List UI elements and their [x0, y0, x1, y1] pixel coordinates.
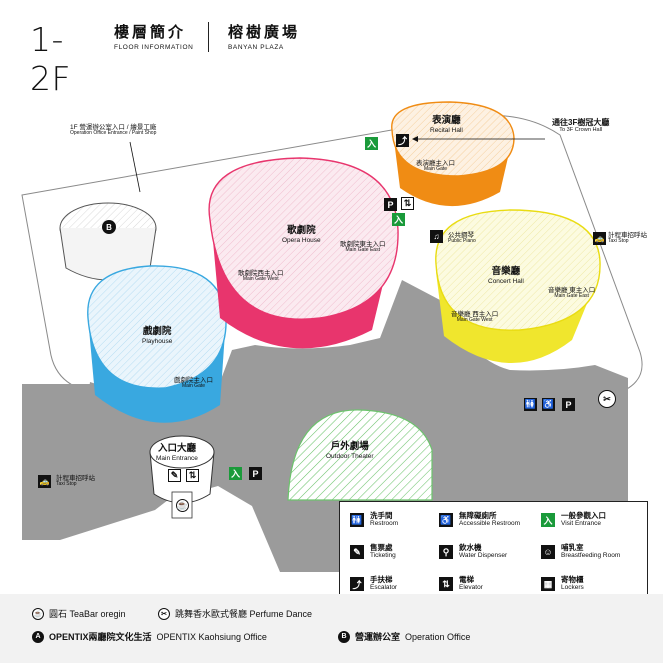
opera-gate-east-label: 歌劇院東主入口 Main Gate East — [340, 241, 386, 254]
concert-gate-west-label: 音樂廳 西主入口 Main Gate West — [451, 311, 499, 324]
elevator-icon: ⇅ — [401, 197, 414, 210]
playhouse-gate-label: 戲劇院主入口 Main Gate — [174, 377, 213, 390]
recital-hall-label: 表演廳 Recital Hall — [430, 115, 463, 134]
elevator-icon: ⇅ — [439, 577, 453, 592]
taxi-stop-left-label: 計程車招呼站 Taxi Stop — [56, 475, 95, 488]
opera-gate-west-label: 歌劇院西主入口 Main Gate West — [238, 270, 284, 283]
escalator-icon: ⤴ — [350, 577, 364, 592]
concert-hall-building — [435, 209, 601, 364]
parking-icon: P — [562, 398, 575, 411]
floor-info-title: 樓層簡介 — [114, 24, 187, 41]
outdoor-theater-shape — [287, 409, 433, 501]
restroom-icon: 🚻 — [524, 398, 537, 411]
venue-subtitle: BANYAN PLAZA — [228, 44, 284, 51]
public-piano-label: 公共鋼琴 Public Piano — [448, 232, 476, 245]
escalator-icon: ⤴ — [396, 134, 409, 147]
floor-number: 1-2F — [30, 20, 71, 98]
concert-hall-label: 音樂廳 Concert Hall — [488, 266, 524, 285]
parking-icon: P — [384, 198, 397, 211]
taxi-icon: 🚕 — [38, 475, 51, 488]
footer-perfume-dance: ✂ 跳舞香水歐式餐廳 Perfume Dance — [158, 607, 312, 620]
outdoor-theater-label: 戶外劇場 Outdoor Theater — [326, 441, 374, 460]
main-entrance-label: 入口大廳 Main Entrance — [156, 443, 198, 462]
teabar-icon: ☕ — [32, 607, 44, 620]
breastfeeding-icon: ☺ — [541, 545, 555, 560]
footer-bar: ☕ 圓石 TeaBar oregin ✂ 跳舞香水歐式餐廳 Perfume Da… — [0, 594, 663, 663]
playhouse-label: 戲劇院 Playhouse — [142, 326, 173, 345]
concert-gate-east-label: 音樂廳 東主入口 Main Gate East — [548, 287, 596, 300]
elevator-icon: ⇅ — [186, 469, 199, 482]
teabar-icon: ☕ — [176, 499, 189, 512]
ticketing-icon: ✎ — [168, 469, 181, 482]
marker-a-icon: A — [32, 630, 44, 643]
perfume-dance-icon: ✂ — [158, 607, 170, 620]
visit-entrance-icon: 入 — [541, 513, 555, 528]
recital-gate-label: 表演廳主入口 Main Gate — [416, 160, 455, 173]
floor-info-subtitle: FLOOR INFORMATION — [114, 44, 194, 51]
accessible-restroom-icon: ♿ — [439, 513, 453, 528]
ticketing-icon: ✎ — [350, 545, 364, 560]
water-dispenser-icon: ⚲ — [439, 545, 453, 560]
operation-office-entrance-label: 1F 營運辦公室入口 / 繪景工廠 Operation Office Entra… — [70, 124, 157, 137]
taxi-stop-right-label: 計程車招呼站 Taxi Stop — [608, 232, 647, 245]
piano-icon: ♫ — [430, 230, 443, 243]
footer-opentix: A OPENTIX兩廳院文化生活 OPENTIX Kaohsiung Offic… — [32, 630, 267, 643]
restroom-icon: 🚻 — [350, 513, 364, 528]
marker-b-icon: B — [338, 630, 350, 643]
visit-entrance-icon: 入 — [365, 137, 378, 150]
header-divider — [208, 22, 209, 52]
playhouse-building — [87, 265, 227, 423]
accessible-restroom-icon: ♿ — [542, 398, 555, 411]
visit-entrance-icon: 入 — [392, 213, 405, 226]
opera-house-label: 歌劇院 Opera House — [282, 225, 321, 244]
venue-title: 榕樹廣場 — [228, 24, 301, 41]
parking-icon: P — [249, 467, 262, 480]
office-b-building — [59, 202, 157, 281]
taxi-icon: 🚕 — [593, 232, 606, 245]
office-b-marker: B — [102, 220, 116, 234]
opera-house-building — [208, 157, 399, 349]
lockers-icon: ▦ — [541, 577, 555, 592]
footer-operation-office: B 營運辦公室 Operation Office — [338, 630, 470, 643]
footer-teabar: ☕ 圓石 TeaBar oregin — [32, 607, 126, 620]
to-crown-hall-label: 通往3F樹冠大廳 To 3F Crown Hall — [552, 118, 610, 134]
visit-entrance-icon: 入 — [229, 467, 242, 480]
perfume-dance-icon: ✂ — [598, 390, 616, 408]
